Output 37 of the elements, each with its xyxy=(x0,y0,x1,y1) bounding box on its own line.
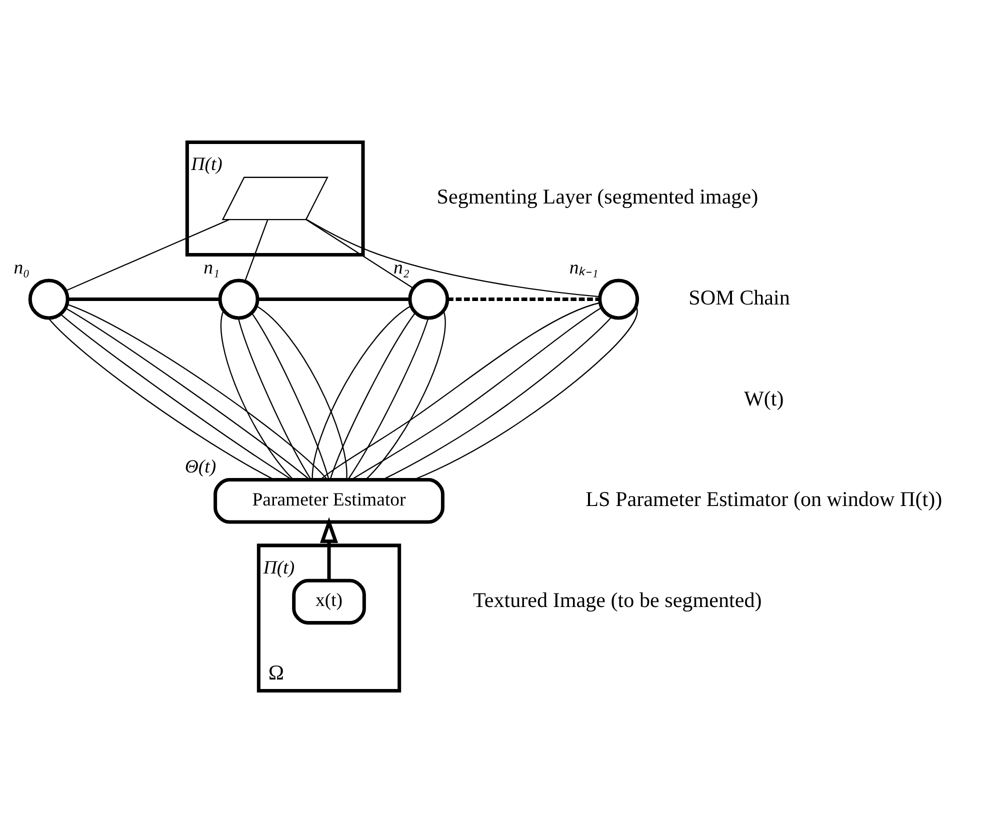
node-circle xyxy=(598,278,639,320)
node-box: x(t) xyxy=(292,578,366,624)
connector xyxy=(67,297,220,301)
node-circle xyxy=(28,278,69,320)
node-label: Π(t) xyxy=(262,556,294,578)
connector xyxy=(250,312,329,480)
node-label: Θ(t) xyxy=(184,456,216,478)
node-label: n₂ xyxy=(392,256,409,278)
node-circle xyxy=(218,278,259,320)
connector xyxy=(382,316,612,480)
connector xyxy=(346,317,428,480)
connector xyxy=(220,310,294,480)
node-label: n₁ xyxy=(203,256,219,278)
label: Textured Image (to be segmented) xyxy=(472,587,762,612)
connector xyxy=(447,297,599,301)
node-label: n₀ xyxy=(13,256,30,278)
label: LS Parameter Estimator (on window Π(t)) xyxy=(585,486,942,511)
connector xyxy=(311,305,411,480)
node-parallelogram xyxy=(221,176,328,220)
connector xyxy=(305,218,413,288)
arrow xyxy=(319,516,338,580)
connector xyxy=(306,218,600,297)
node-label: nₖ₋₁ xyxy=(568,256,598,278)
node-label: Π(t) xyxy=(190,154,222,175)
connector xyxy=(65,218,228,291)
connector xyxy=(237,317,312,480)
connector xyxy=(329,312,416,480)
connector xyxy=(364,310,446,480)
label: Segmenting Layer (segmented image) xyxy=(436,184,758,208)
connector xyxy=(256,305,347,480)
label: SOM Chain xyxy=(688,284,790,309)
label: W(t) xyxy=(744,386,784,410)
connector xyxy=(257,297,410,301)
cluster xyxy=(184,140,364,256)
connector xyxy=(244,219,268,282)
node-circle xyxy=(408,278,449,320)
node-box: Parameter Estimator xyxy=(213,478,444,524)
